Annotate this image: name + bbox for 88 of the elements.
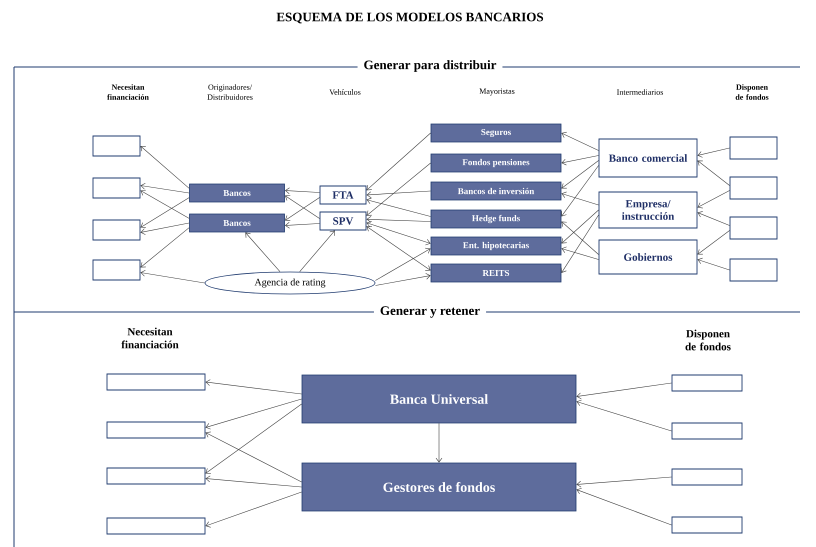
- section-heading: Generar para distribuir: [358, 56, 502, 76]
- section-heading: Generar y retener: [374, 302, 486, 322]
- arrow: [366, 216, 431, 223]
- empty-box: [106, 468, 206, 484]
- empty-box: [672, 422, 742, 440]
- arrow: [205, 398, 302, 430]
- arrow: [576, 476, 672, 488]
- arrow: [366, 162, 431, 216]
- filled-box: Bancos: [189, 214, 285, 232]
- column-heading: Originadores/ Distribuidores: [207, 84, 253, 100]
- arrow: [697, 230, 730, 255]
- filled-box: Bancos de inversión: [430, 182, 562, 200]
- arrow: [205, 476, 302, 488]
- arrow: [366, 190, 431, 198]
- outlined-box: Empresa/ instrucción: [598, 192, 698, 228]
- empty-box: [106, 518, 206, 534]
- column-heading: Necesitan financiación: [107, 84, 149, 100]
- empty-box: [106, 374, 206, 390]
- arrow: [245, 232, 280, 272]
- arrow: [561, 160, 599, 188]
- arrow: [561, 155, 599, 166]
- arrow: [140, 270, 205, 284]
- arrow: [205, 379, 302, 394]
- arrow: [576, 488, 672, 526]
- arrow: [366, 220, 431, 246]
- arrow: [697, 190, 730, 208]
- empty-box: [730, 216, 778, 240]
- arrow: [205, 432, 302, 482]
- column-heading: Vehículos: [329, 89, 360, 95]
- column-heading: Disponen de fondos: [686, 330, 731, 350]
- arrow: [284, 187, 320, 194]
- arrow: [140, 146, 190, 189]
- arrow: [299, 230, 335, 272]
- arrow: [140, 182, 190, 194]
- arrow: [561, 210, 599, 244]
- large-filled-box: Gestores de fondos: [302, 462, 576, 512]
- outlined-box: FTA: [320, 186, 366, 204]
- arrow: [205, 404, 302, 474]
- empty-box: [730, 176, 778, 200]
- arrow: [140, 190, 190, 219]
- column-heading: Intermediarios: [616, 89, 664, 95]
- filled-box: Hedge funds: [430, 210, 562, 228]
- empty-box: [730, 258, 778, 282]
- column-heading: Disponen de fondos: [736, 84, 768, 100]
- arrow: [576, 382, 672, 400]
- arrow: [697, 211, 730, 226]
- column-heading: Mayoristas: [479, 88, 514, 96]
- arrow: [561, 222, 599, 255]
- arrow: [576, 400, 672, 432]
- arrow: [561, 246, 599, 260]
- outlined-box: SPV: [320, 212, 366, 230]
- filled-box: REITS: [430, 264, 562, 282]
- empty-box: [92, 136, 140, 156]
- empty-box: [672, 374, 742, 392]
- filled-box: Fondos pensiones: [430, 154, 562, 172]
- empty-box: [106, 422, 206, 438]
- arrow: [561, 214, 599, 273]
- empty-box: [92, 178, 140, 198]
- filled-box: Ent. hipotecarias: [430, 236, 562, 256]
- arrow: [375, 248, 431, 281]
- arrow: [697, 258, 730, 270]
- arrow: [284, 222, 320, 229]
- column-heading: Necesitan financiación: [121, 328, 179, 348]
- outlined-box: Banco comercial: [598, 138, 698, 178]
- empty-box: [92, 220, 140, 240]
- arrow: [366, 226, 431, 271]
- arrow: [140, 227, 190, 268]
- arrow: [366, 132, 431, 190]
- arrow: [697, 148, 730, 158]
- arrow: [140, 197, 190, 228]
- filled-box: Seguros: [430, 124, 562, 142]
- title: ESQUEMA DE LOS MODELOS BANCARIOS: [276, 12, 544, 24]
- large-filled-box: Banca Universal: [302, 374, 576, 424]
- filled-box: Bancos: [189, 184, 285, 202]
- arrow: [205, 492, 302, 528]
- arrow: [436, 423, 442, 463]
- empty-box: [92, 260, 140, 280]
- arrow: [140, 222, 190, 235]
- arrow: [366, 198, 431, 217]
- outlined-box: Gobiernos: [598, 240, 698, 274]
- empty-box: [730, 136, 778, 160]
- empty-box: [672, 516, 742, 534]
- arrow: [697, 160, 730, 186]
- empty-box: [672, 468, 742, 486]
- arrow: [375, 273, 431, 286]
- arrow: [561, 165, 599, 216]
- arrow: [561, 132, 599, 151]
- arrow: [561, 192, 599, 206]
